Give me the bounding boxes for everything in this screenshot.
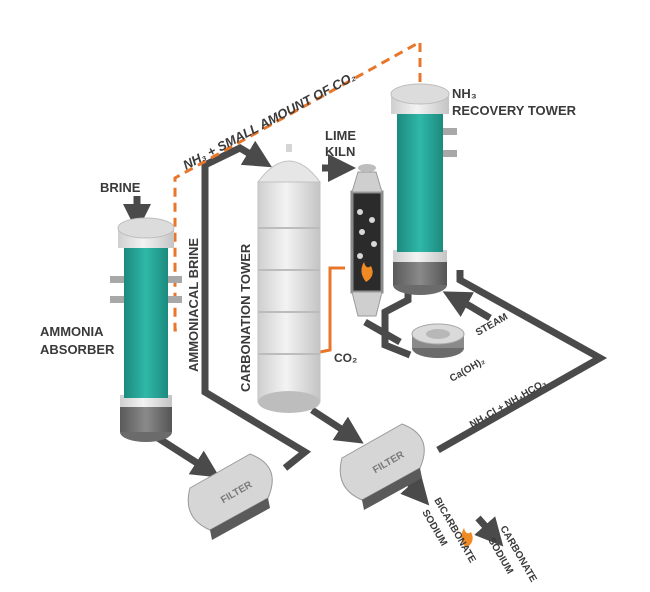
carbonation-tower-label: CARBONATION TOWER <box>238 243 253 392</box>
pipe-absorber-to-filter <box>156 435 220 478</box>
pipe-filtrate-to-recovery <box>436 270 608 454</box>
filter-left: FILTER <box>187 453 273 540</box>
nh3-recovery-label-1: NH₃ <box>452 86 477 101</box>
pipe-bicarb-to-carbonate <box>474 515 504 547</box>
flame-icon <box>461 528 473 548</box>
ammonia-absorber-label-1: AMMONIA <box>40 324 104 339</box>
pipe-carbonation-to-filter <box>310 407 364 444</box>
nh3-recovery-label-2: RECOVERY TOWER <box>452 103 577 118</box>
lime-kiln-label-2: KILN <box>325 144 355 159</box>
co2-label: CO₂ <box>334 351 357 365</box>
flame-icon <box>361 262 373 282</box>
pipe-ammoniacal-brine <box>201 140 312 471</box>
steam-arrow <box>442 291 492 322</box>
ammonia-absorber <box>110 217 182 442</box>
caoh2-label: Ca(OH)₂ <box>448 356 487 385</box>
filtrate-label: NH₄Cl + NH₄HCO₃ <box>468 378 549 431</box>
ammoniacal-brine-label: AMMONIACAL BRINE <box>186 238 201 372</box>
pipe-recovery-to-limetank <box>381 290 412 359</box>
co2-line <box>319 266 345 354</box>
pipe-kiln-to-limetank <box>363 318 402 346</box>
lime-kiln <box>350 164 384 317</box>
nh3-recovery-tower <box>390 83 457 295</box>
dashed-nh3-return <box>173 39 422 332</box>
carbonation-tower <box>257 144 321 413</box>
pipes <box>123 140 608 547</box>
lime-slaker-tank <box>411 323 465 358</box>
brine-label: BRINE <box>100 180 141 195</box>
lime-kiln-label-1: LIME <box>325 128 356 143</box>
filter-right: FILTER <box>339 423 425 510</box>
ammonia-absorber-label-2: ABSORBER <box>40 342 115 357</box>
